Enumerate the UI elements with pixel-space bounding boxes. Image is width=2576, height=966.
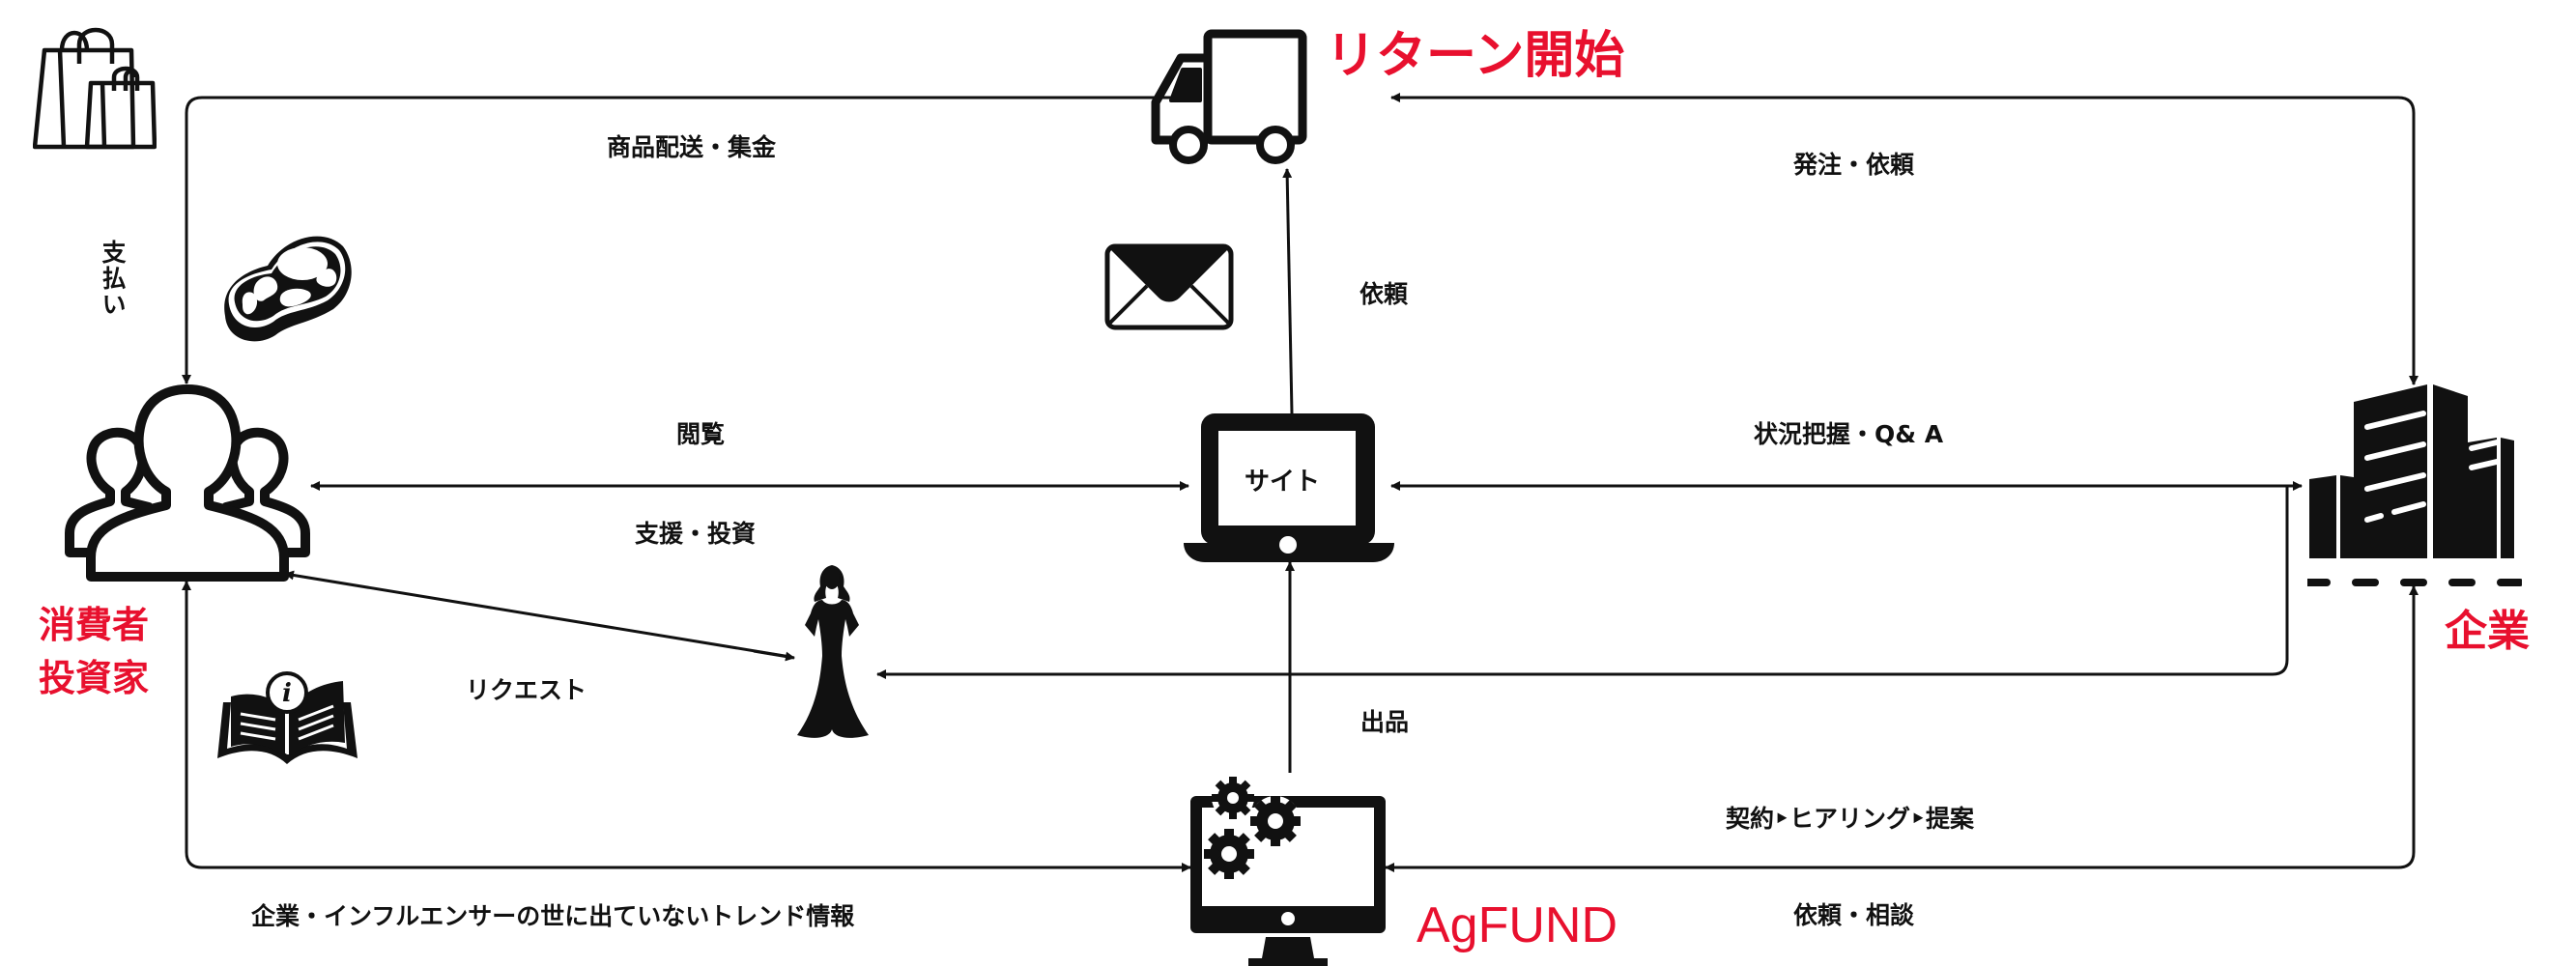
- agfund-label: AgFUND: [1417, 897, 1618, 953]
- edge-truck-to-consumers: [182, 96, 1187, 384]
- users-group-icon: [65, 384, 310, 582]
- edge-label-contract: 契約‣ヒアリング‣提案: [1726, 805, 1974, 833]
- edge-label-request-influencer: リクエスト: [466, 676, 587, 704]
- site-label: サイト: [1245, 468, 1321, 497]
- edge-agfund-consumers: [182, 581, 1190, 869]
- consumers-label-line1: 消費者: [39, 604, 150, 646]
- edge-site-to-truck: [1282, 168, 1294, 414]
- edge-label-payment: 支払い: [99, 240, 127, 318]
- info-book-icon: i: [217, 671, 358, 764]
- truck-label: リターン開始: [1326, 27, 1625, 85]
- svg-text:i: i: [282, 679, 292, 708]
- edge-label-request-truck: 依頼: [1360, 280, 1409, 308]
- delivery-truck-icon: [1151, 29, 1307, 164]
- edge-label-status-qa: 状況把握・Q& A: [1754, 420, 1944, 448]
- consumers-label-line2: 投資家: [39, 657, 150, 699]
- office-buildings-icon: [2307, 384, 2522, 586]
- steak-icon: [224, 236, 352, 342]
- edge-truck-to-company: [1391, 96, 2419, 385]
- edge-influencer-consumers: [284, 570, 791, 659]
- edge-label-delivery: 商品配送・集金: [607, 133, 777, 161]
- gear-icon: [1204, 829, 1254, 879]
- edge-label-listing: 出品: [1360, 708, 1410, 736]
- edge-company-to-influencer: [876, 486, 2289, 679]
- gear-icon: [1250, 796, 1301, 846]
- monitor-gears-icon: [1190, 777, 1386, 966]
- edge-label-consult: 依頼・相談: [1793, 901, 1915, 929]
- edge-label-support-invest: 支援・投資: [635, 520, 757, 548]
- company-label: 企業: [2445, 607, 2530, 656]
- gear-icon: [1212, 777, 1254, 819]
- edge-company-agfund: [1386, 585, 2419, 869]
- edge-label-trend-info: 企業・インフルエンサーの世に出ていないトレンド情報: [251, 902, 855, 930]
- laptop-icon: [1184, 413, 1394, 562]
- edge-label-browse: 閲覧: [676, 420, 726, 448]
- shopping-bags-icon: [33, 27, 157, 150]
- envelope-icon: [1104, 243, 1234, 330]
- edge-label-order: 発注・依頼: [1793, 151, 1915, 179]
- woman-silhouette-icon: [797, 565, 869, 738]
